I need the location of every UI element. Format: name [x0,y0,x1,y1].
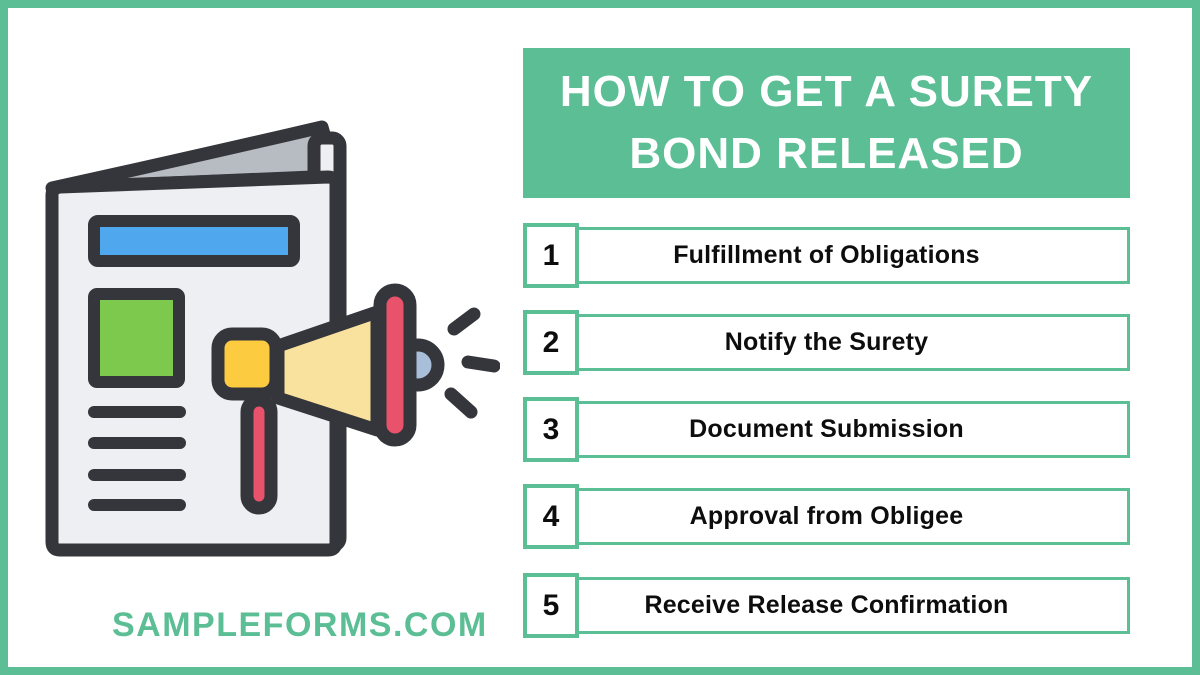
sound-waves-icon [444,307,500,419]
title-line-2: BOND RELEASED [629,129,1024,178]
step-5-label: Receive Release Confirmation [523,577,1130,634]
headline-bar [88,215,300,267]
megaphone-bell [373,283,417,447]
step-5-number: 5 [523,573,579,638]
step-4-number: 4 [523,484,579,549]
megaphone-mouthpiece [211,327,283,401]
step-row-3: Document Submission 3 [523,397,1130,462]
brand-text: SAMPLEFORMS.COM [112,606,488,644]
step-row-4: Approval from Obligee 4 [523,484,1130,549]
step-row-1: Fulfillment of Obligations 1 [523,223,1130,288]
newspaper-megaphone-illustration [45,120,500,557]
title-line-1: HOW TO GET A SURETY [559,67,1094,116]
step-2-number: 2 [523,310,579,375]
megaphone-handle [240,393,278,515]
step-3-label: Document Submission [523,401,1130,458]
step-1-number: 1 [523,223,579,288]
step-row-2: Notify the Surety 2 [523,310,1130,375]
step-2-label: Notify the Surety [523,314,1130,371]
title-banner: HOW TO GET A SURETY BOND RELEASED [523,48,1130,198]
text-lines [88,406,186,511]
step-4-label: Approval from Obligee [523,488,1130,545]
step-row-5: Receive Release Confirmation 5 [523,573,1130,638]
step-1-label: Fulfillment of Obligations [523,227,1130,284]
photo-box [88,288,185,388]
step-3-number: 3 [523,397,579,462]
